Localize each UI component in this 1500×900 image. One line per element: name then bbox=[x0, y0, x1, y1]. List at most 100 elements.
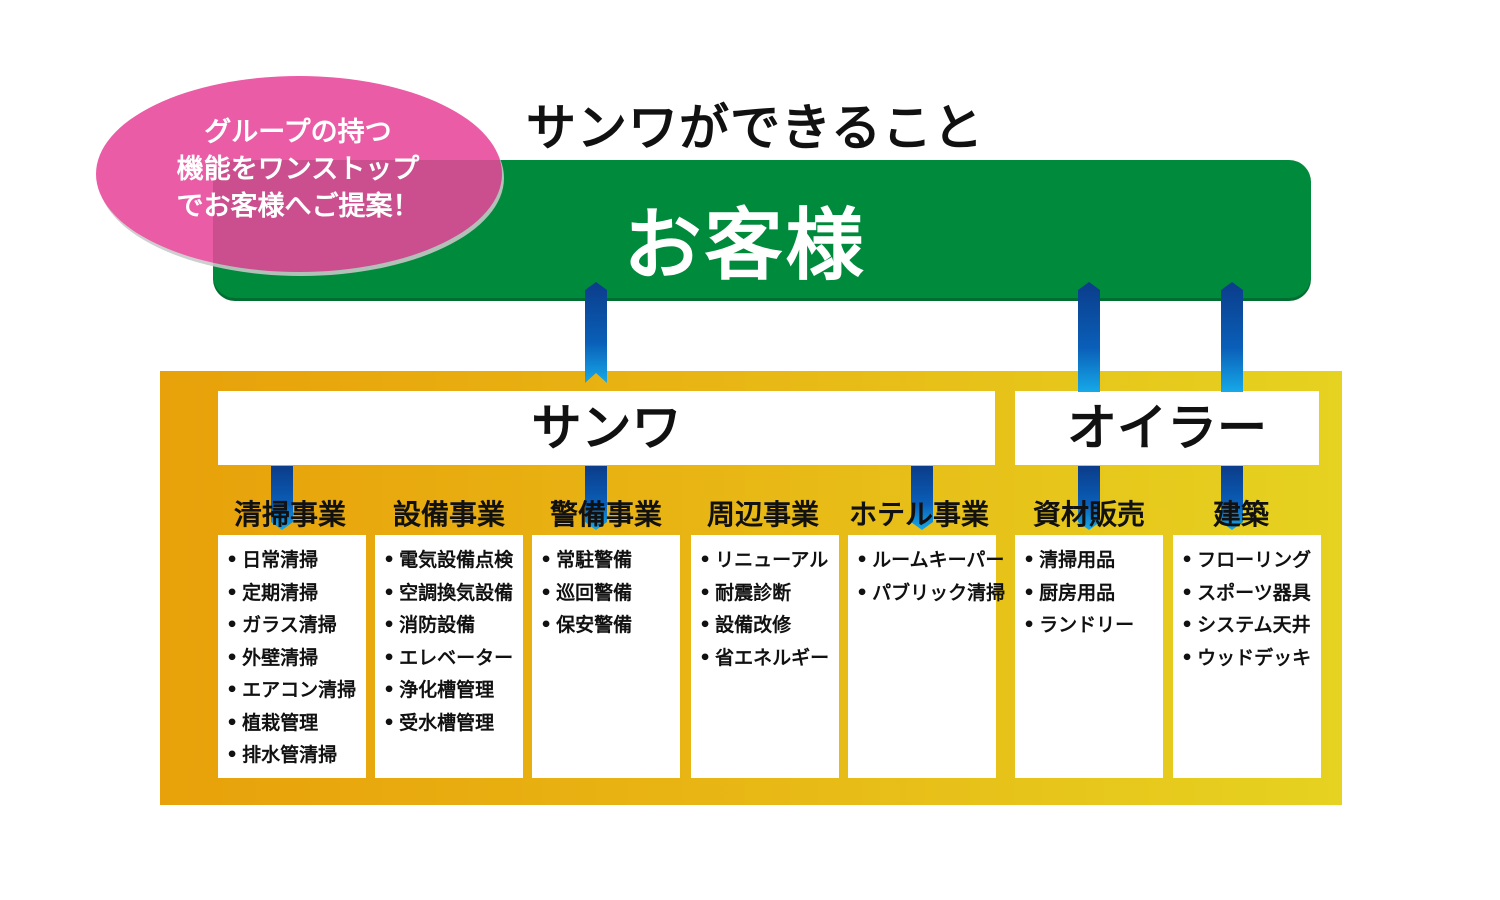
arrow-down-icon bbox=[271, 466, 293, 530]
business-item: •ガラス清掃 bbox=[226, 609, 366, 642]
business-item: •ルームキーパー bbox=[856, 544, 1004, 577]
bullet-icon: • bbox=[383, 614, 396, 636]
business-column: •ルームキーパー•パブリック清掃 bbox=[848, 535, 1005, 778]
bullet-icon: • bbox=[226, 549, 239, 571]
bullet-icon: • bbox=[383, 549, 396, 571]
business-item: •エアコン清掃 bbox=[226, 674, 366, 707]
business-column: •電気設備点検•空調換気設備•消防設備•エレベーター•浄化槽管理•受水槽管理 bbox=[375, 535, 523, 778]
business-item-label: 巡回警備 bbox=[556, 581, 633, 604]
business-item: •排水管清掃 bbox=[226, 739, 366, 772]
bullet-icon: • bbox=[699, 646, 712, 669]
business-item-label: 排水管清掃 bbox=[242, 744, 338, 766]
business-item: •受水槽管理 bbox=[383, 707, 523, 740]
bullet-icon: • bbox=[383, 581, 396, 604]
business-item: •厨房用品 bbox=[1023, 577, 1163, 610]
arrow-up-icon bbox=[1078, 282, 1100, 392]
page-title: サンワができること bbox=[526, 99, 984, 157]
business-item: •定期清掃 bbox=[226, 577, 366, 610]
company-oiler: オイラー bbox=[1015, 391, 1319, 465]
bullet-icon: • bbox=[1181, 549, 1194, 571]
business-item-label: ガラス清掃 bbox=[242, 614, 337, 636]
business-item-label: エアコン清掃 bbox=[242, 679, 357, 701]
business-heading: ホテル事業 bbox=[848, 498, 989, 531]
business-item: •保安警備 bbox=[540, 609, 680, 642]
bullet-icon: • bbox=[226, 711, 239, 734]
bullet-icon: • bbox=[226, 744, 239, 766]
business-item: •電気設備点検 bbox=[383, 544, 523, 577]
business-item-label: 植栽管理 bbox=[242, 711, 319, 734]
group-label: OILER Group Business bbox=[132, 417, 162, 761]
business-item: •省エネルギー bbox=[699, 642, 839, 675]
arrow-up-icon bbox=[585, 282, 607, 383]
business-item-label: 常駐警備 bbox=[556, 549, 633, 571]
company-sanwa: サンワ bbox=[218, 391, 995, 465]
business-column: •フローリング•スポーツ器具•システム天井•ウッドデッキ bbox=[1173, 535, 1321, 778]
business-heading: 建築 bbox=[1212, 498, 1269, 531]
business-item-label: フローリング bbox=[1197, 549, 1312, 571]
business-item-label: スポーツ器具 bbox=[1197, 581, 1311, 604]
business-item: •フローリング bbox=[1181, 544, 1321, 577]
arrow-down-icon bbox=[1078, 466, 1100, 530]
business-item: •清掃用品 bbox=[1023, 544, 1163, 577]
proposal-bubble bbox=[96, 76, 502, 272]
business-item-label: 外壁清掃 bbox=[242, 646, 319, 669]
business-item-label: ウッドデッキ bbox=[1197, 646, 1312, 669]
bullet-icon: • bbox=[540, 549, 553, 571]
business-item: •ランドリー bbox=[1023, 609, 1163, 642]
business-item-label: ランドリー bbox=[1039, 614, 1135, 636]
bullet-icon: • bbox=[226, 581, 239, 604]
business-item: •外壁清掃 bbox=[226, 642, 366, 675]
bullet-icon: • bbox=[226, 646, 239, 669]
bullet-icon: • bbox=[699, 614, 712, 636]
bullet-icon: • bbox=[856, 549, 869, 571]
business-item: •空調換気設備 bbox=[383, 577, 523, 610]
bullet-icon: • bbox=[226, 679, 239, 701]
arrow-down-icon bbox=[911, 466, 933, 530]
business-item: •システム天井 bbox=[1181, 609, 1321, 642]
business-item: •耐震診断 bbox=[699, 577, 839, 610]
business-item-label: リニューアル bbox=[715, 549, 829, 571]
business-item-label: 浄化槽管理 bbox=[399, 679, 495, 701]
bullet-icon: • bbox=[1181, 614, 1194, 636]
business-item: •エレベーター bbox=[383, 642, 523, 675]
customer-label: お客様 bbox=[623, 201, 867, 291]
bullet-icon: • bbox=[540, 581, 553, 604]
bullet-icon: • bbox=[383, 679, 396, 701]
business-item-label: エレベーター bbox=[399, 646, 514, 669]
business-item-label: 受水槽管理 bbox=[399, 711, 495, 734]
bubble-line-3: でお客様へご提案！ bbox=[176, 191, 420, 222]
business-item: •常駐警備 bbox=[540, 544, 680, 577]
business-item-label: パブリック清掃 bbox=[872, 581, 1006, 604]
business-item: •消防設備 bbox=[383, 609, 523, 642]
business-heading: 周辺事業 bbox=[706, 498, 819, 531]
bullet-icon: • bbox=[383, 646, 396, 669]
business-item: •浄化槽管理 bbox=[383, 674, 523, 707]
business-item: •ウッドデッキ bbox=[1181, 642, 1321, 675]
arrow-down-icon bbox=[585, 466, 607, 530]
business-item-label: 電気設備点検 bbox=[399, 549, 514, 571]
business-item-label: 省エネルギー bbox=[715, 646, 830, 669]
business-item-label: 定期清掃 bbox=[242, 581, 319, 604]
bullet-icon: • bbox=[1023, 614, 1036, 636]
bullet-icon: • bbox=[856, 581, 869, 604]
business-item: •パブリック清掃 bbox=[856, 577, 1005, 610]
business-item-label: 厨房用品 bbox=[1039, 581, 1116, 604]
business-column: •日常清掃•定期清掃•ガラス清掃•外壁清掃•エアコン清掃•植栽管理•排水管清掃 bbox=[218, 535, 366, 778]
bullet-icon: • bbox=[1181, 646, 1194, 669]
arrow-down-icon bbox=[1221, 466, 1243, 530]
business-item-label: 清掃用品 bbox=[1039, 549, 1116, 571]
proposal-bubble-text: グループの持つ 機能をワンストップ でお客様へご提案！ bbox=[118, 114, 478, 225]
business-item: •巡回警備 bbox=[540, 577, 680, 610]
business-item-label: システム天井 bbox=[1197, 614, 1311, 636]
business-column: •清掃用品•厨房用品•ランドリー bbox=[1015, 535, 1163, 778]
business-item-label: 設備改修 bbox=[715, 614, 792, 636]
bullet-icon: • bbox=[540, 614, 553, 636]
business-item: •日常清掃 bbox=[226, 544, 366, 577]
business-item-label: 空調換気設備 bbox=[399, 581, 514, 604]
business-heading: 設備事業 bbox=[392, 498, 505, 531]
business-heading: 清掃事業 bbox=[233, 498, 346, 531]
business-item: •リニューアル bbox=[699, 544, 839, 577]
business-item-label: 消防設備 bbox=[399, 614, 476, 636]
business-item-label: ルームキーパー bbox=[872, 549, 1005, 571]
business-item: •設備改修 bbox=[699, 609, 839, 642]
